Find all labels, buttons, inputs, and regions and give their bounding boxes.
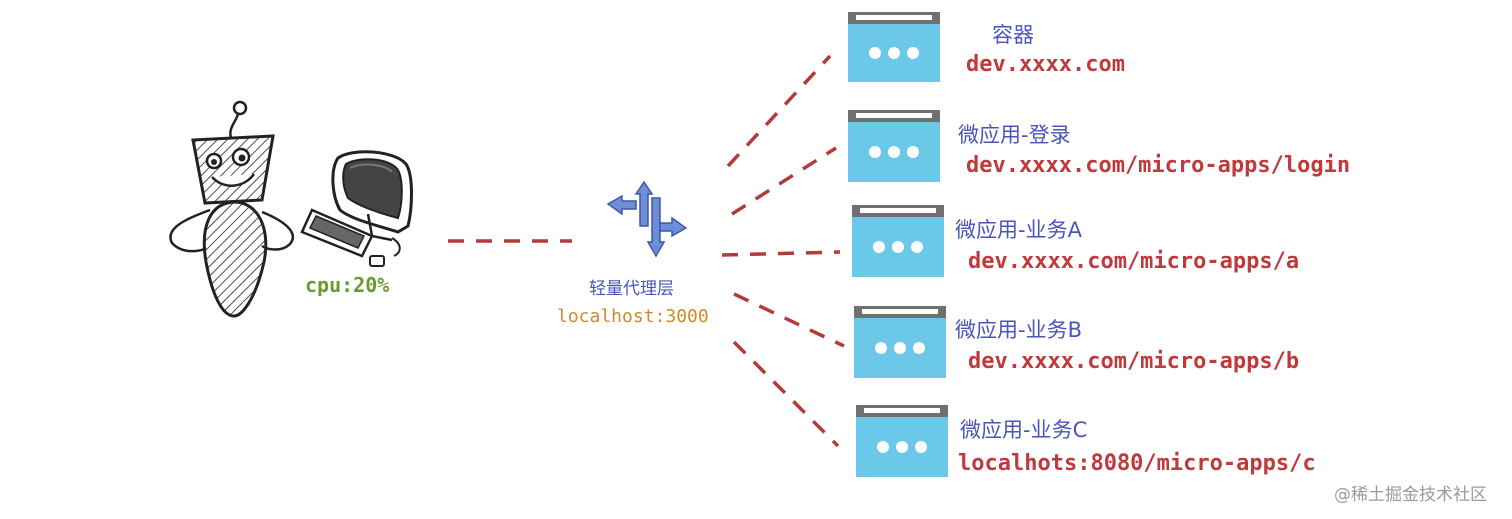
- connector-app-a: [721, 250, 841, 257]
- connector-login: [731, 146, 837, 216]
- app-window-a: [852, 205, 944, 277]
- computer-icon: [300, 150, 413, 267]
- developer-icon: [169, 100, 294, 318]
- app-title-login: 微应用-登录: [958, 123, 1071, 147]
- proxy-address: localhost:3000: [557, 306, 709, 327]
- app-url-b: dev.xxxx.com/micro-apps/b: [968, 349, 1299, 374]
- app-window-container: [848, 12, 940, 82]
- proxy-name: 轻量代理层: [589, 279, 674, 299]
- watermark: @稀土掘金技术社区: [1334, 485, 1487, 505]
- app-title-a: 微应用-业务A: [955, 218, 1083, 242]
- app-url-c: localhots:8080/micro-apps/c: [958, 451, 1316, 476]
- proxy-app-connectors: [721, 54, 845, 448]
- connector-app-b: [733, 292, 845, 348]
- app-title-c: 微应用-业务C: [960, 418, 1087, 442]
- app-window-b: [854, 306, 946, 378]
- app-title-b: 微应用-业务B: [955, 318, 1082, 342]
- app-url-login: dev.xxxx.com/micro-apps/login: [966, 153, 1350, 178]
- connector-container: [726, 54, 832, 168]
- app-url-a: dev.xxxx.com/micro-apps/a: [968, 249, 1299, 274]
- app-title-container: 容器: [992, 23, 1034, 47]
- proxy-arrows-icon: [606, 180, 688, 258]
- app-window-login: [848, 110, 940, 182]
- app-window-c: [856, 405, 948, 477]
- cpu-label: cpu:20%: [305, 273, 389, 297]
- app-url-container: dev.xxxx.com: [966, 52, 1125, 77]
- connector-app-c: [732, 340, 840, 448]
